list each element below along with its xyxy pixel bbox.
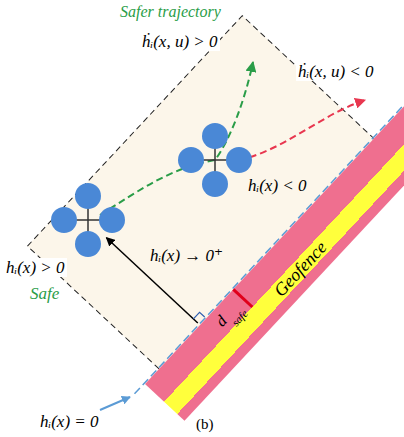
math-label: hᵢ(x) = 0 (40, 412, 99, 431)
math-label: hᵢ(x) < 0 (248, 176, 307, 195)
label-holder: hᵢ(x) < 0 (248, 176, 307, 196)
caption-holder: (b) (196, 415, 214, 433)
math-label: Safe (30, 284, 59, 303)
figure-caption: (b) (196, 416, 214, 432)
leader-arrow (100, 397, 130, 410)
label-holder: ḣᵢ(x, u) > 0 (140, 32, 220, 52)
safe-distance-marker (233, 288, 254, 308)
label-holder: hᵢ(x) → 0⁺ (150, 246, 223, 266)
band-text-holder: Geofence (270, 237, 331, 301)
label-holder: Safer trajectory (120, 3, 221, 21)
quadrotor (178, 123, 252, 197)
unsafe-trajectory (239, 100, 365, 160)
math-label: ḣᵢ(x, u) > 0 (140, 32, 220, 51)
math-label: Safer trajectory (120, 3, 221, 20)
math-label: hᵢ(x) > 0 (4, 258, 67, 277)
label-holder: hᵢ(x) = 0 (40, 412, 99, 432)
math-label: hᵢ(x) → 0⁺ (150, 246, 223, 265)
safer-trajectory (100, 62, 253, 215)
label-holder: Safe (30, 284, 59, 304)
quadrotor (51, 183, 125, 257)
band-label: Geofence (270, 237, 331, 300)
label-holder: hᵢ(x) > 0 (4, 258, 67, 278)
label-holder: ḣᵢ(x, u) < 0 (296, 62, 376, 82)
math-label: ḣᵢ(x, u) < 0 (296, 62, 376, 81)
zero-level-line (134, 83, 404, 394)
